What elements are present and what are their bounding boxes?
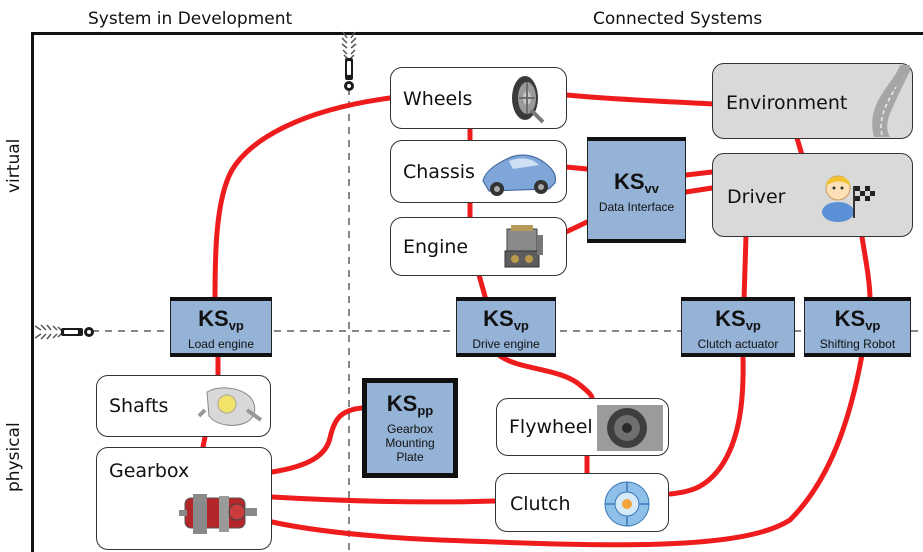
environment-node[interactable]: Environment	[712, 63, 913, 139]
ksvv-to-driver-line-2	[683, 185, 715, 195]
engine-node[interactable]: Engine	[390, 217, 567, 276]
ks-vp-shifting-robot[interactable]: KSvp Shifting Robot	[804, 297, 911, 357]
shafts-to-gearbox-line	[200, 434, 208, 450]
ks-vp-clutch-symbol-text: KS	[715, 306, 746, 331]
flywheel-label: Flywheel	[509, 416, 593, 438]
ks-vp-load-symbol-text: KS	[198, 306, 229, 331]
ks-vp-drive-label: Drive engine	[472, 337, 540, 351]
driver-node[interactable]: Driver	[712, 153, 913, 237]
ks-bottom-bar	[804, 353, 911, 357]
ks-vp-shift-subscript: vp	[865, 318, 881, 333]
ks-pp-symbol-text: KS	[386, 391, 418, 416]
ks-vp-clutch-label: Clutch actuator	[697, 337, 779, 351]
driver-to-shifting-robot-line	[859, 234, 873, 303]
ks-pp-label-line-3: Plate	[396, 450, 424, 464]
ks-vp-shift-label: Shifting Robot	[819, 337, 896, 351]
ks-vp-load-subscript: vp	[228, 318, 244, 333]
ks-top-bar	[456, 297, 556, 301]
ks-bottom-bar	[587, 239, 686, 243]
frame-left-border	[31, 32, 34, 552]
flywheel-node[interactable]: Flywheel	[496, 398, 669, 456]
environment-label: Environment	[726, 92, 848, 114]
ks-pp-gearbox-mounting-plate[interactable]: KSpp Gearbox Mounting Plate	[362, 378, 458, 478]
ks-vv-label: Data Interface	[598, 200, 675, 214]
gearbox-to-clutch-line	[269, 494, 498, 505]
ks-vp-drive-subscript: vp	[513, 318, 529, 333]
driver-to-clutch-actuator-line	[741, 233, 749, 303]
engine-to-drive-engine-line	[476, 272, 489, 303]
ks-bottom-bar	[681, 353, 795, 357]
clutch-label: Clutch	[510, 493, 571, 515]
car-icon	[479, 147, 559, 204]
clutch-node[interactable]: Clutch	[495, 473, 669, 532]
driver-label: Driver	[727, 186, 786, 208]
ks-bottom-bar	[456, 353, 556, 357]
ks-vp-clutch-actuator[interactable]: KSvp Clutch actuator	[681, 297, 795, 357]
ks-vp-clutch-symbol: KSvp	[682, 308, 794, 337]
ks-pp-symbol: KSpp	[367, 393, 453, 422]
ks-top-bar	[804, 297, 911, 301]
ks-top-bar	[681, 297, 795, 301]
shaft-icon	[197, 380, 263, 439]
zipper-icon	[33, 316, 97, 348]
zipper-icon	[333, 30, 365, 94]
wheels-label: Wheels	[403, 88, 473, 110]
engine-label: Engine	[403, 236, 469, 258]
ks-vv-symbol: KSvv	[588, 171, 685, 200]
ks-pp-label-line-2: Mounting	[385, 436, 435, 450]
road-icon	[838, 65, 910, 144]
ks-vp-load-symbol: KSvp	[171, 308, 271, 337]
chassis-node[interactable]: Chassis	[390, 140, 567, 203]
ks-vp-drive-symbol: KSvp	[457, 308, 555, 337]
wheels-to-environment-line	[564, 92, 715, 107]
engine-block-icon	[501, 223, 547, 278]
driver-flag-icon	[818, 166, 878, 229]
gearbox-label: Gearbox	[109, 460, 190, 482]
header-connected-systems: Connected Systems	[593, 9, 763, 29]
ks-vp-shift-symbol: KSvp	[805, 308, 910, 337]
clutch-disc-icon	[601, 480, 653, 533]
shafts-node[interactable]: Shafts	[96, 375, 271, 437]
environment-to-driver-line	[794, 135, 805, 158]
shafts-label: Shafts	[109, 395, 169, 417]
ks-pp-subscript: pp	[417, 403, 434, 418]
chassis-label: Chassis	[403, 161, 475, 183]
ks-vv-symbol-text: KS	[613, 169, 645, 194]
ks-bottom-bar	[170, 353, 272, 357]
ks-vp-load-label: Load engine	[187, 337, 255, 351]
ks-pp-label-line-1: Gearbox	[386, 422, 434, 436]
gearbox-icon	[179, 486, 259, 549]
engine-to-ksvv-line	[563, 219, 590, 235]
drive-engine-to-flywheel-line	[497, 353, 595, 401]
frame-top-border	[32, 32, 923, 35]
ks-vp-shift-symbol-text: KS	[834, 306, 866, 331]
ks-vv-data-interface[interactable]: KSvv Data Interface	[587, 137, 686, 243]
wheels-node[interactable]: Wheels	[390, 67, 567, 129]
wheels-to-load-engine-line	[212, 95, 393, 303]
gearbox-node[interactable]: Gearbox	[96, 447, 272, 550]
ks-vp-load-engine[interactable]: KSvp Load engine	[170, 297, 272, 357]
header-system-in-development: System in Development	[88, 9, 293, 29]
flywheel-icon	[597, 405, 663, 456]
ksvv-to-driver-line-1	[683, 169, 715, 178]
gearbox-to-kspp-line	[269, 405, 365, 475]
ks-vv-subscript: vv	[644, 181, 660, 196]
chassis-to-ksvv-line	[563, 164, 590, 172]
ks-vp-drive-symbol-text: KS	[483, 306, 514, 331]
wheel-icon	[505, 72, 547, 131]
clutch-actuator-to-clutch-line	[667, 354, 746, 497]
ks-top-bar	[170, 297, 272, 301]
ks-vp-drive-engine[interactable]: KSvp Drive engine	[456, 297, 556, 357]
shifting-robot-to-gearbox-line	[269, 352, 865, 548]
ks-top-bar	[587, 137, 686, 141]
red-connections	[200, 92, 873, 548]
ks-vp-clutch-subscript: vp	[745, 318, 761, 333]
